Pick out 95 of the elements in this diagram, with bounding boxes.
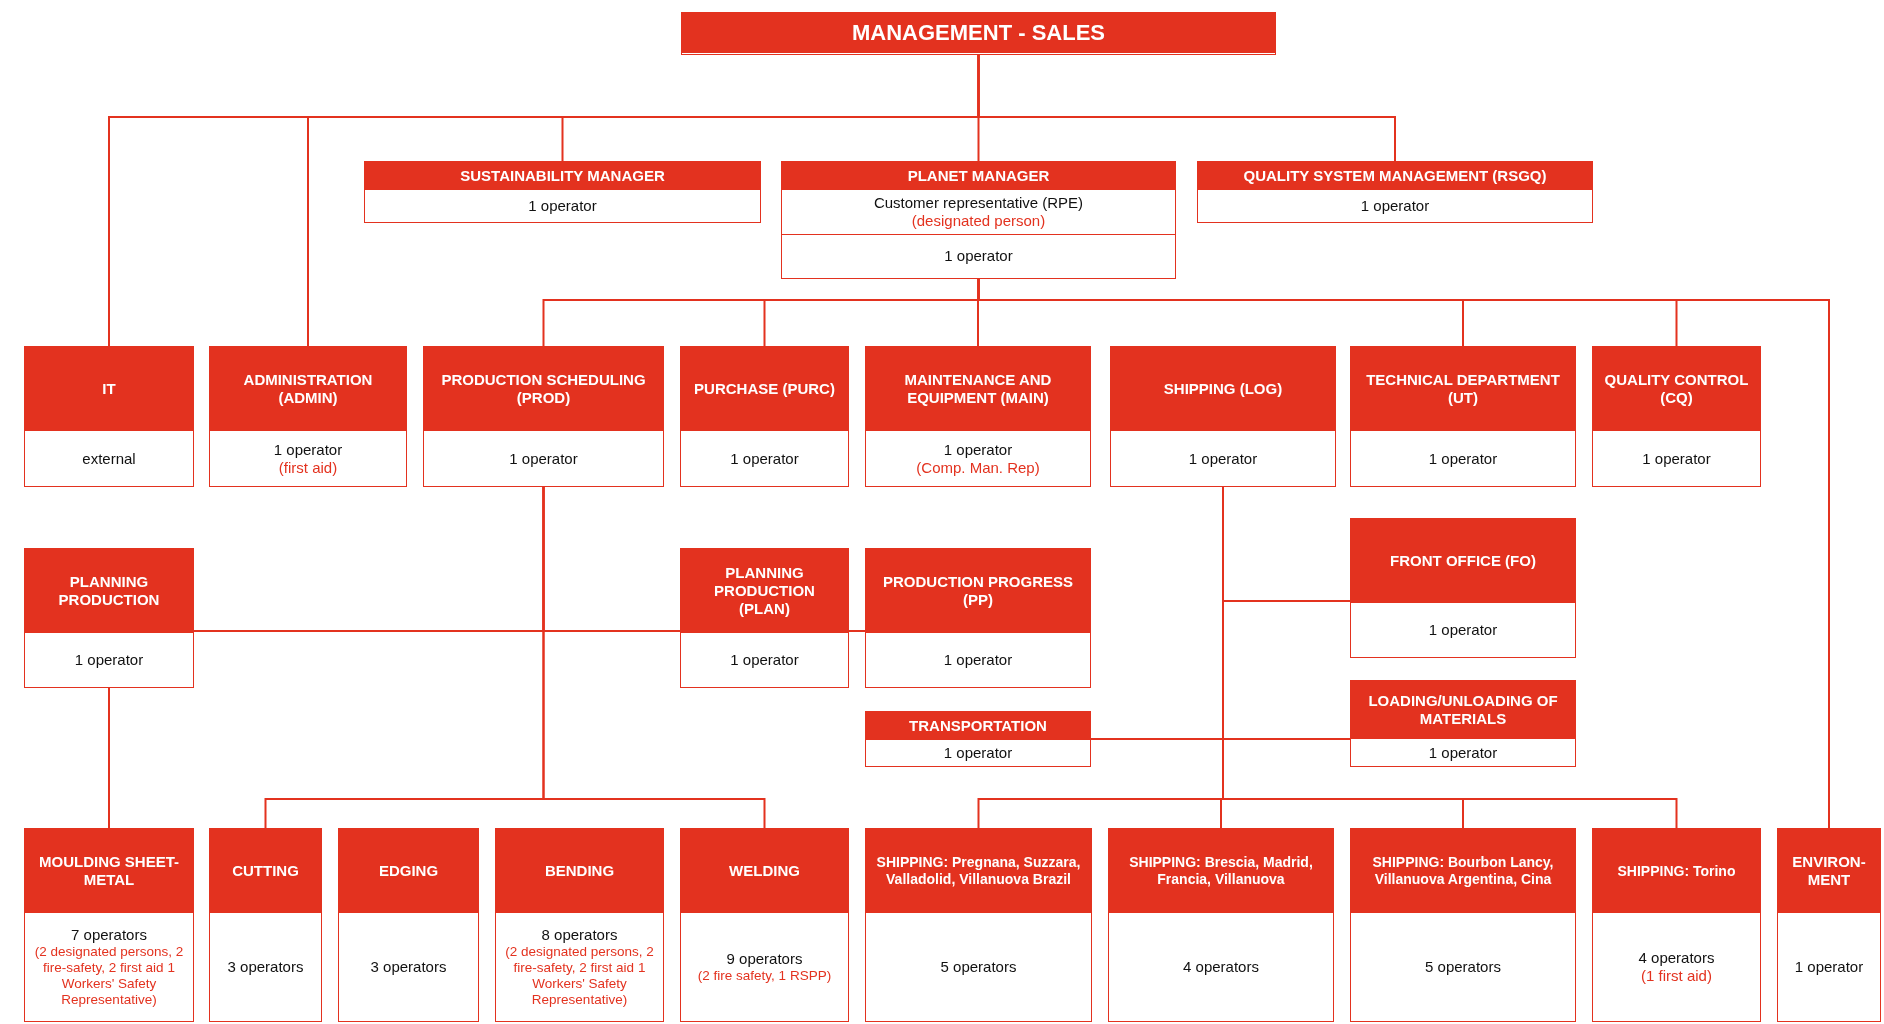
department-title: SHIPPING: Bourbon Lancy, Villanuova Argentina, Cina — [1371, 854, 1555, 888]
department-title: IT — [102, 380, 116, 398]
staff-count: 4 operators — [1183, 958, 1259, 976]
department-title: PLANNING PRODUCTION (PLAN) — [713, 564, 816, 618]
department-title: EDGING — [378, 862, 439, 880]
department-box — [865, 548, 1091, 688]
department-box — [1110, 346, 1336, 487]
department-box — [680, 346, 849, 487]
staff-count: 7 operators — [71, 926, 147, 945]
staff-note: (first aid) — [278, 458, 338, 477]
department-box — [680, 548, 849, 688]
department-box — [1108, 828, 1334, 1022]
department-box — [680, 828, 849, 1022]
department-box — [1197, 161, 1593, 223]
staff-count: 3 operators — [227, 958, 304, 976]
department-title: MANAGEMENT - SALES — [852, 19, 1105, 47]
department-box — [24, 346, 194, 487]
department-title: PRODUCTION PROGRESS (PP) — [882, 573, 1074, 609]
staff-count: 5 operators — [1425, 958, 1501, 976]
staff-count: external — [82, 449, 136, 468]
department-title: PLANET MANAGER — [907, 167, 1050, 185]
staff-count: 1 operator — [943, 744, 1013, 762]
department-title: QUALITY SYSTEM MANAGEMENT (RSGQ) — [1243, 167, 1547, 185]
department-title: PRODUCTION SCHEDULING (PROD) — [440, 371, 647, 407]
staff-count: 1 operator — [944, 247, 1013, 266]
department-title: WELDING — [729, 862, 800, 880]
department-title: MAINTENANCE AND EQUIPMENT (MAIN) — [903, 371, 1053, 407]
department-box — [1777, 828, 1881, 1022]
staff-count: 1 operator — [74, 651, 144, 669]
connector-line — [848, 630, 866, 632]
department-box — [1350, 680, 1576, 767]
department-box — [865, 711, 1091, 767]
staff-count: 1 operator — [1188, 449, 1258, 468]
staff-count: 1 operator — [509, 449, 578, 468]
staff-count: 1 operator — [1794, 958, 1864, 976]
staff-count: 1 operator — [730, 449, 799, 468]
staff-count: 1 operator — [1428, 449, 1498, 468]
staff-note: (designated person) — [911, 211, 1046, 230]
department-title: TRANSPORTATION — [909, 717, 1047, 735]
department-box — [24, 828, 194, 1022]
staff-note: (2 designated persons, 2 fire-safety, 2 first aid 1 Workers' Safety Representative) — [504, 944, 655, 1008]
department-box — [1350, 828, 1576, 1022]
staff-note: (2 fire safety, 1 RSPP) — [697, 968, 832, 984]
staff-count: 4 operators — [1638, 949, 1715, 967]
staff-count: 1 operator — [1642, 449, 1711, 468]
department-title: SHIPPING: Brescia, Madrid, Francia, Villanuova — [1128, 854, 1314, 888]
staff-count: 1 operator — [1360, 197, 1430, 215]
department-title: QUALITY CONTROL (CQ) — [1603, 371, 1750, 407]
department-box — [209, 828, 322, 1022]
department-box — [681, 12, 1276, 55]
department-box — [338, 828, 479, 1022]
department-title: PURCHASE (PURC) — [694, 380, 835, 398]
department-title: ADMINISTRATION (ADMIN) — [242, 371, 374, 407]
department-box — [495, 828, 664, 1022]
staff-count: 1 operator — [273, 440, 343, 459]
department-box — [1592, 828, 1761, 1022]
staff-count: 1 operator — [1428, 743, 1498, 762]
staff-count: 9 operators — [726, 950, 803, 969]
department-title: CUTTING — [232, 862, 299, 880]
staff-note: (2 designated persons, 2 fire-safety, 2 first aid 1 Workers' Safety Representative) — [33, 944, 185, 1008]
department-box — [209, 346, 407, 487]
department-box — [24, 548, 194, 688]
department-box — [865, 828, 1092, 1022]
department-title: LOADING/UNLOADING OF MATERIALS — [1367, 692, 1559, 728]
department-title: SHIPPING: Pregnana, Suzzara, Valladolid, Villanuova Brazil — [875, 854, 1082, 888]
connector-line — [108, 687, 110, 829]
department-box — [1350, 346, 1576, 487]
staff-count: 8 operators — [541, 926, 618, 945]
connector-line — [307, 54, 980, 347]
staff-count: 1 operator — [943, 651, 1013, 669]
department-box — [423, 346, 664, 487]
department-title: SUSTAINABILITY MANAGER — [460, 167, 665, 185]
department-box — [1350, 518, 1576, 658]
department-title: MOULDING SHEET-METAL — [38, 853, 180, 889]
department-title: BENDING — [544, 862, 615, 880]
staff-count: 3 operators — [370, 958, 447, 976]
department-box — [364, 161, 761, 223]
staff-count: Customer representative (RPE) — [873, 193, 1084, 212]
staff-count: 1 operator — [1428, 621, 1498, 639]
department-box — [1592, 346, 1761, 487]
department-title: TECHNICAL DEPARTMENT (UT) — [1365, 371, 1561, 407]
department-box — [865, 346, 1091, 487]
department-title: ENVIRON- MENT — [1791, 853, 1867, 889]
staff-count: 1 operator — [730, 651, 799, 669]
department-title: PLANNING PRODUCTION — [57, 573, 161, 609]
staff-count: 1 operator — [943, 440, 1013, 459]
department-box — [781, 161, 1176, 279]
staff-note: (Comp. Man. Rep) — [916, 458, 1040, 477]
department-title: SHIPPING (LOG) — [1163, 380, 1283, 398]
staff-count: 1 operator — [528, 197, 597, 215]
department-title: SHIPPING: Torino — [1617, 862, 1736, 880]
staff-count: 5 operators — [940, 958, 1017, 976]
connector-line — [542, 486, 766, 829]
department-title: FRONT OFFICE (FO) — [1390, 552, 1536, 570]
staff-note: (1 first aid) — [1641, 967, 1712, 985]
